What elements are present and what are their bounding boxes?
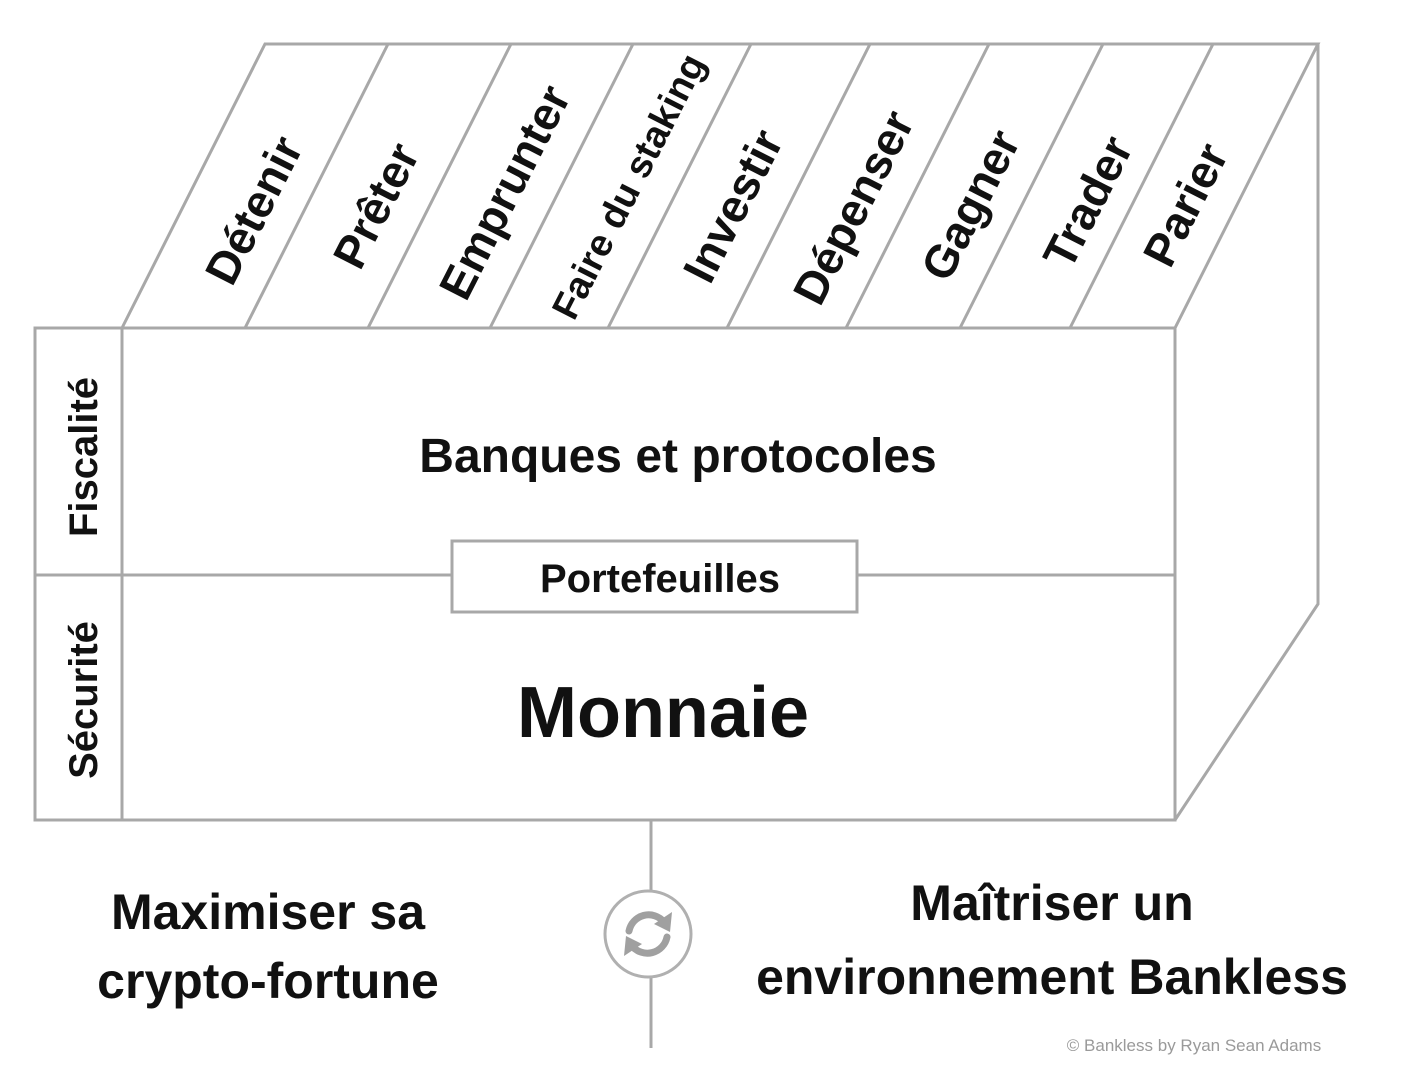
side-face bbox=[1173, 44, 1320, 821]
refresh-cycle-icon bbox=[603, 889, 693, 979]
side-label-fiscalite: Fiscalité bbox=[62, 377, 106, 537]
activity-divider-2 bbox=[366, 43, 513, 329]
banks-protocols-label: Banques et protocoles bbox=[419, 430, 936, 483]
activity-divider-1 bbox=[243, 43, 390, 329]
activity-label-parier: Parier bbox=[1133, 135, 1239, 275]
activity-divider-8 bbox=[1068, 43, 1215, 329]
activity-label-gagner: Gagner bbox=[911, 121, 1030, 288]
activity-divider-3 bbox=[488, 43, 635, 329]
activity-divider-7 bbox=[958, 43, 1105, 329]
left-caption-line1: Maximiser sa bbox=[111, 884, 426, 940]
activity-divider-4 bbox=[606, 43, 753, 329]
activity-dividers bbox=[243, 43, 1215, 329]
activity-divider-5 bbox=[725, 43, 872, 329]
side-label-securite: Sécurité bbox=[62, 621, 106, 779]
money-label: Monnaie bbox=[517, 673, 809, 753]
right-caption-line1: Maîtriser un bbox=[910, 875, 1193, 931]
right-caption-line2: environnement Bankless bbox=[756, 949, 1348, 1005]
activity-divider-6 bbox=[844, 43, 991, 329]
activity-label-depenser: Dépenser bbox=[783, 102, 925, 312]
wallets-box bbox=[450, 539, 859, 614]
activity-label-preter: Prêter bbox=[323, 134, 430, 276]
activity-label-investir: Investir bbox=[673, 121, 794, 290]
left-caption-line2: crypto-fortune bbox=[97, 953, 439, 1009]
credit-text: © Bankless by Ryan Sean Adams bbox=[1067, 1036, 1321, 1055]
activity-label-detenir: Détenir bbox=[195, 128, 313, 293]
wallets-label: Portefeuilles bbox=[540, 557, 780, 601]
